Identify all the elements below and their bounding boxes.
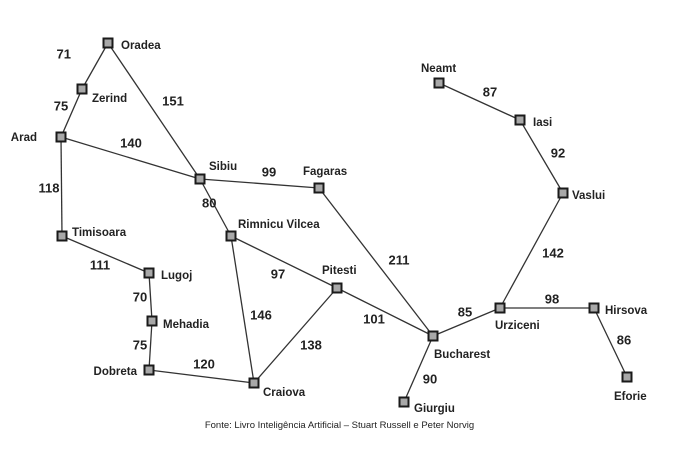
road-vaslui-iasi: [519, 119, 564, 194]
city-label-mehadia: Mehadia: [163, 319, 210, 331]
road-sibiu-fagaras: [199, 178, 320, 189]
distance-sibiu-rimnicu: 80: [202, 196, 216, 211]
distance-iasi-neamt: 87: [483, 85, 497, 100]
city-node-hirsova: [588, 302, 600, 314]
city-node-giurgiu: [398, 396, 410, 408]
city-label-iasi: Iasi: [533, 117, 552, 129]
road-bucharest-giurgiu: [403, 335, 434, 403]
road-oradea-sibiu: [107, 42, 201, 180]
city-node-mehadia: [146, 315, 158, 327]
city-label-neamt: Neamt: [421, 63, 456, 75]
distance-rimnicu-pitesti: 97: [271, 267, 285, 282]
distance-bucharest-urziceni: 85: [458, 305, 472, 320]
distance-mehadia-dobreta: 75: [133, 338, 147, 353]
distance-oradea-zerind: 71: [57, 47, 71, 62]
city-label-giurgiu: Giurgiu: [414, 403, 455, 415]
road-rimnicu-pitesti: [230, 235, 338, 289]
roads: [60, 42, 628, 403]
city-label-urziceni: Urziceni: [495, 320, 540, 332]
road-lugoj-mehadia: [148, 272, 153, 322]
city-label-sibiu: Sibiu: [209, 161, 237, 173]
city-label-arad: Arad: [11, 132, 37, 144]
distance-urziceni-hirsova: 98: [545, 292, 559, 307]
road-craiova-pitesti: [253, 287, 338, 384]
distance-timisoara-lugoj: 111: [90, 258, 110, 273]
distance-bucharest-giurgiu: 90: [423, 372, 437, 387]
city-node-urziceni: [494, 302, 506, 314]
city-node-neamt: [433, 77, 445, 89]
city-node-timisoara: [56, 230, 68, 242]
road-arad-sibiu: [60, 136, 201, 180]
city-node-lugoj: [143, 267, 155, 279]
city-node-sibiu: [194, 173, 206, 185]
road-mehadia-dobreta: [148, 320, 153, 371]
city-node-zerind: [76, 83, 88, 95]
city-label-dobreta: Dobreta: [94, 366, 138, 378]
road-oradea-zerind: [81, 42, 109, 90]
city-label-pitesti: Pitesti: [322, 265, 357, 277]
distance-labels: 71 75 151 140 118 99 80 111 70 75 120 146 97 138 101 21…: [39, 47, 632, 387]
city-node-iasi: [514, 114, 526, 126]
city-node-arad: [55, 131, 67, 143]
distance-lugoj-mehadia: 70: [133, 290, 147, 305]
road-sibiu-rimnicu: [199, 178, 232, 237]
distance-sibiu-fagaras: 99: [262, 165, 276, 180]
road-pitesti-bucharest: [336, 287, 434, 337]
city-label-lugoj: Lugoj: [161, 270, 192, 282]
road-arad-timisoara: [60, 136, 63, 237]
distance-oradea-sibiu: 151: [162, 94, 184, 109]
city-label-craiova: Craiova: [263, 387, 306, 399]
road-zerind-arad: [60, 88, 83, 138]
city-node-bucharest: [427, 330, 439, 342]
city-label-eforie: Eforie: [614, 391, 647, 403]
road-timisoara-lugoj: [61, 235, 150, 274]
distance-dobreta-craiova: 120: [193, 357, 215, 372]
distance-zerind-arad: 75: [54, 99, 68, 114]
road-urziceni-vaslui: [499, 192, 564, 309]
road-bucharest-urziceni: [432, 307, 501, 337]
city-label-hirsova: Hirsova: [605, 305, 648, 317]
city-node-fagaras: [313, 182, 325, 194]
distance-arad-timisoara: 118: [39, 181, 60, 196]
distance-vaslui-iasi: 92: [551, 146, 565, 161]
city-node-vaslui: [557, 187, 569, 199]
distance-arad-sibiu: 140: [120, 136, 142, 151]
city-node-pitesti: [331, 282, 343, 294]
road-dobreta-craiova: [148, 369, 255, 384]
distance-urziceni-vaslui: 142: [542, 246, 564, 261]
city-label-timisoara: Timisoara: [72, 227, 127, 239]
city-label-rimnicu: Rimnicu Vilcea: [238, 219, 320, 231]
city-label-zerind: Zerind: [92, 93, 127, 105]
source-caption: Fonte: Livro Inteligência Artificial – S…: [204, 420, 475, 431]
city-label-fagaras: Fagaras: [303, 166, 347, 178]
city-node-oradea: [102, 37, 114, 49]
distance-pitesti-bucharest: 101: [363, 312, 385, 327]
road-rimnicu-craiova: [230, 235, 255, 384]
city-node-craiova: [248, 377, 260, 389]
road-iasi-neamt: [438, 82, 521, 121]
city-node-eforie: [621, 371, 633, 383]
cities: [55, 37, 633, 408]
city-label-bucharest: Bucharest: [434, 349, 490, 361]
city-label-vaslui: Vaslui: [572, 190, 605, 202]
city-node-rimnicu: [225, 230, 237, 242]
road-hirsova-eforie: [593, 307, 628, 378]
city-label-oradea: Oradea: [121, 40, 161, 52]
distance-craiova-pitesti: 138: [300, 338, 322, 353]
distance-rimnicu-craiova: 146: [250, 308, 272, 323]
distance-hirsova-eforie: 86: [617, 333, 631, 348]
road-fagaras-bucharest: [318, 187, 434, 337]
city-node-dobreta: [143, 364, 155, 376]
distance-fagaras-bucharest: 211: [389, 253, 410, 268]
